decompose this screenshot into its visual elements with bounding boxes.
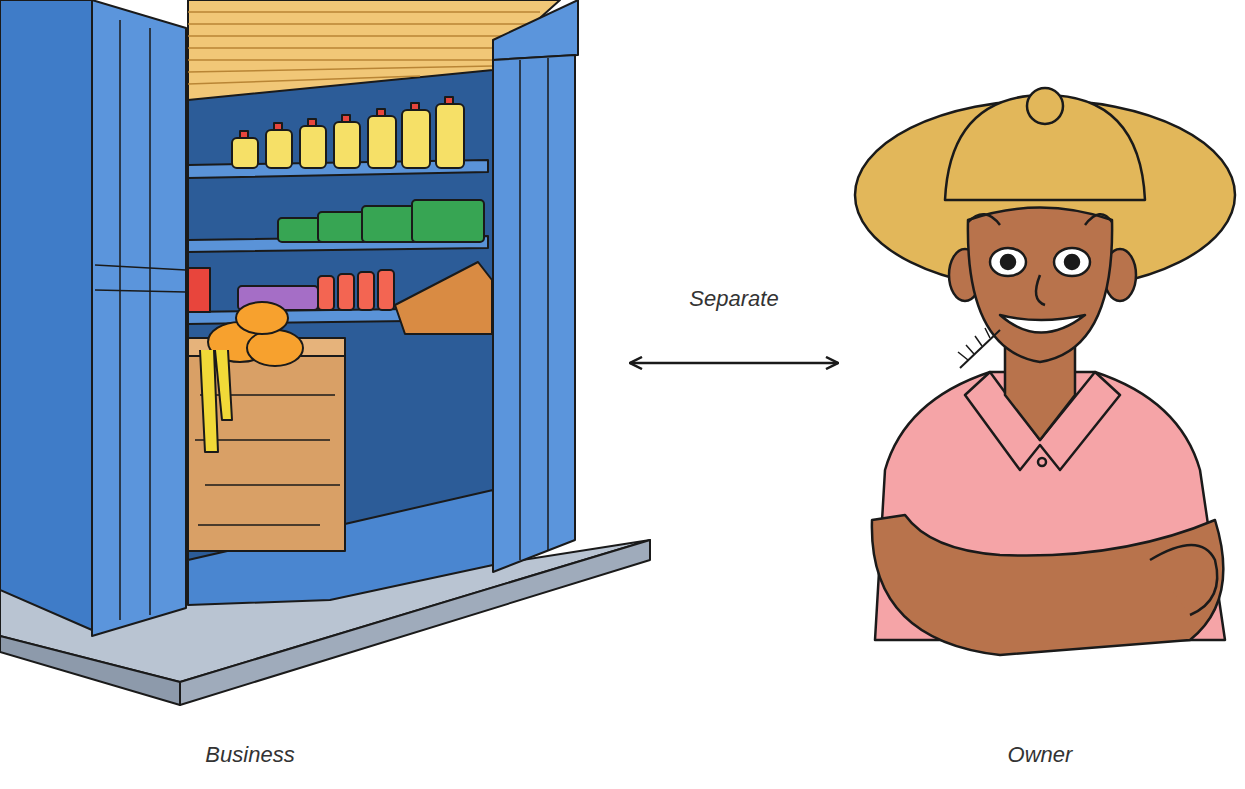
hair — [968, 214, 1112, 225]
ceiling-stripes — [188, 66, 493, 72]
jug-caps — [342, 115, 350, 122]
bread-loaves — [247, 330, 303, 366]
door-lines — [119, 20, 121, 620]
yellow-jugs — [266, 130, 292, 168]
shop-illustration — [0, 0, 650, 705]
shop-right-door — [493, 55, 575, 572]
yellow-jugs — [368, 116, 396, 168]
hat-top — [1027, 88, 1063, 124]
crate — [395, 262, 492, 334]
green-cloth-stacks — [318, 212, 368, 242]
shop-back-wall — [188, 60, 493, 560]
door-lines — [95, 20, 186, 620]
figure-caption: Business — [205, 742, 294, 768]
edge-label: Separate — [689, 286, 778, 312]
pupil — [1001, 255, 1015, 269]
red-box — [188, 268, 210, 312]
ceiling-stripes — [188, 76, 420, 84]
platform-front — [0, 636, 180, 705]
ceiling-stripes — [188, 47, 502, 49]
measuring-tape — [200, 350, 232, 452]
jug-caps — [240, 131, 248, 138]
owner-illustration — [855, 88, 1235, 655]
hand — [1150, 545, 1217, 615]
figure-caption: Owner — [1008, 742, 1073, 768]
ceiling-stripes — [188, 59, 493, 61]
counter-planks — [198, 524, 320, 526]
door-lines — [520, 58, 548, 560]
crossed-arms — [872, 515, 1223, 655]
smile — [1000, 315, 1085, 333]
green-cloth-stacks — [412, 200, 484, 242]
door-lines — [519, 60, 521, 560]
jug-caps — [308, 119, 316, 126]
door-lines — [95, 265, 186, 270]
yellow-jugs — [232, 104, 464, 168]
yellow-jugs — [232, 138, 258, 168]
business-figure: Business — [0, 0, 628, 789]
grass-leaves — [958, 328, 990, 360]
double-arrow — [630, 362, 838, 365]
red-bottles — [338, 274, 354, 310]
green-cloth-stacks — [278, 200, 484, 242]
ceiling-stripes — [188, 11, 540, 13]
jug-caps — [274, 123, 282, 130]
shop-top-right — [493, 0, 578, 60]
edge-label-holder: Separate — [734, 299, 823, 325]
yellow-jugs — [402, 110, 430, 168]
shop-left-door — [92, 0, 186, 636]
red-bottles — [318, 270, 394, 310]
door-lines — [547, 58, 549, 550]
eye — [990, 248, 1026, 276]
green-cloth-stacks — [362, 206, 418, 242]
red-bottles — [318, 276, 334, 310]
ceiling-stripes — [188, 35, 515, 37]
bread-loaves — [236, 302, 288, 334]
jug-caps — [240, 97, 453, 138]
ceiling-stripes — [188, 23, 528, 25]
eye — [1054, 248, 1090, 276]
grass-stem — [960, 330, 1000, 368]
jug-caps — [411, 103, 419, 110]
door-lines — [95, 290, 186, 292]
door-lines — [149, 28, 151, 615]
jug-caps — [377, 109, 385, 116]
nose — [1036, 275, 1045, 305]
yellow-jugs — [300, 126, 326, 168]
owner-figure: Owner — [840, 0, 1245, 789]
red-bottles — [358, 272, 374, 310]
pupil — [1065, 255, 1079, 269]
jug-caps — [445, 97, 453, 104]
yellow-jugs — [436, 104, 464, 168]
yellow-jugs — [334, 122, 360, 168]
red-bottles — [378, 270, 394, 310]
counter-planks — [205, 484, 340, 486]
shop-left-wall — [0, 0, 92, 630]
button — [1038, 458, 1046, 466]
ceiling-stripes — [188, 12, 540, 84]
